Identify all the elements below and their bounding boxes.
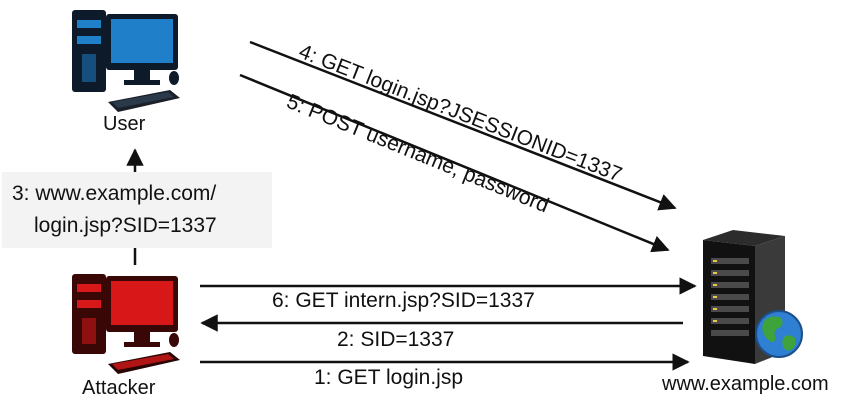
user-computer-icon [72, 10, 180, 112]
arrow-msg4 [249, 40, 677, 211]
msg3-line2: login.jsp?SID=1337 [34, 214, 217, 237]
server-label: www.example.com [662, 373, 829, 395]
attacker-computer-icon [72, 274, 180, 374]
attacker-label: Attacker [82, 377, 156, 399]
arrow-msg5 [239, 73, 670, 253]
msg6-label: 6: GET intern.jsp?SID=1337 [272, 289, 535, 312]
user-label: User [103, 113, 146, 135]
server-icon [703, 230, 803, 364]
msg2-label: 2: SID=1337 [337, 328, 455, 351]
msg3-line1: 3: www.example.com/ [12, 182, 217, 205]
msg1-label: 1: GET login.jsp [314, 366, 464, 389]
msg3-box: 3: www.example.com/ login.jsp?SID=1337 [2, 172, 272, 248]
